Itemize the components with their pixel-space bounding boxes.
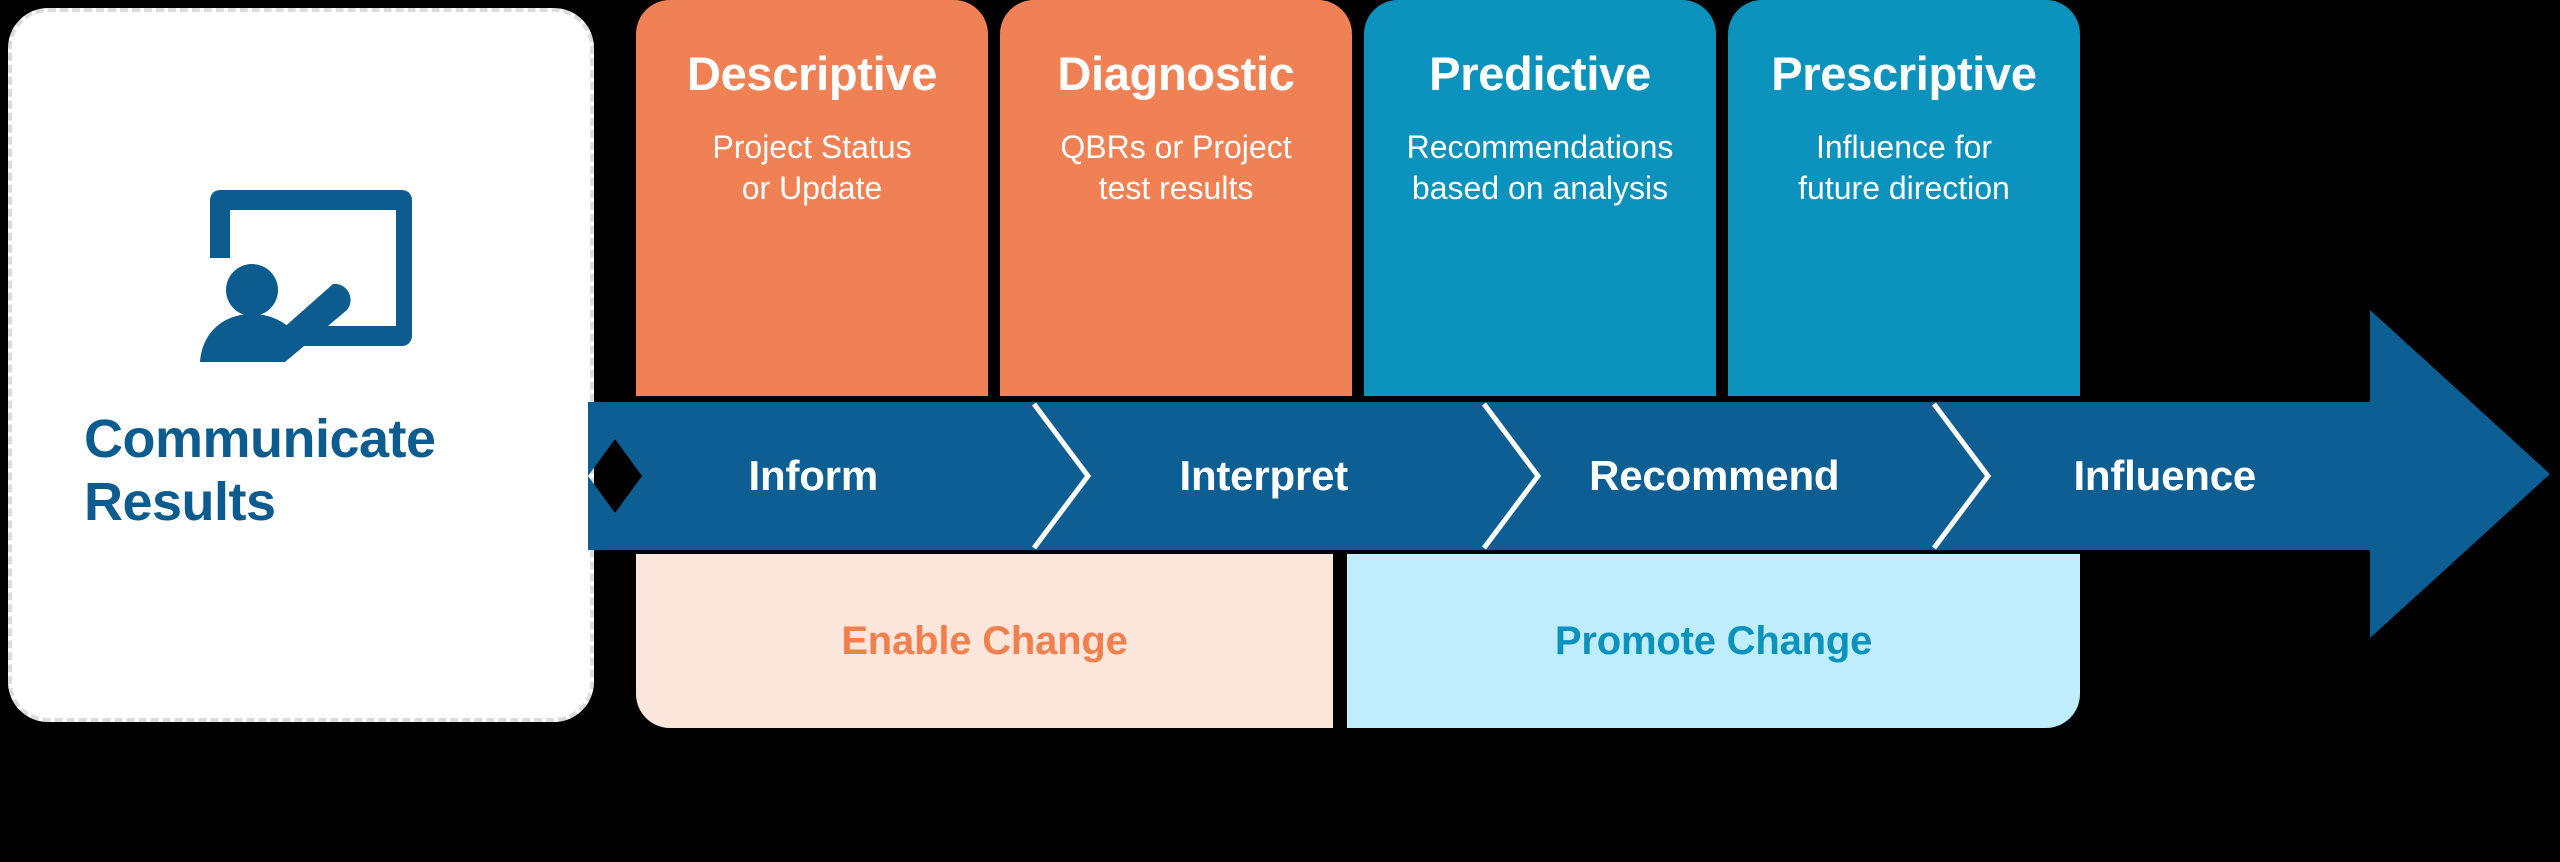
card-subtitle: Influence for future direction [1798,128,2010,206]
chevron-separator-2 [1482,402,1542,550]
page-title: Communicate Results [84,409,436,532]
card-diagnostic[interactable]: Diagnostic QBRs or Project test results [1000,0,1352,396]
chevron-separator-1 [1032,402,1092,550]
chevron-separators [1032,402,1992,550]
communicate-results-card: Communicate Results [8,8,594,722]
band-label: Enable Change [841,618,1128,663]
card-subtitle: Recommendations based on analysis [1406,128,1674,206]
presenter-whiteboard-icon [190,190,412,362]
arrow-step-interpret[interactable]: Interpret [1179,452,1349,499]
arrow-step-labels: Inform Interpret Recommend Influence [588,402,2390,550]
card-prescriptive[interactable]: Prescriptive Influence for future direct… [1728,0,2080,396]
card-subtitle: Project Status or Update [712,128,912,206]
arrow-step-influence[interactable]: Influence [2073,452,2257,499]
category-cards: Descriptive Project Status or Update Dia… [636,0,2080,396]
card-title: Descriptive [686,47,938,100]
arrow-step-recommend[interactable]: Recommend [1589,452,1840,499]
process-arrow-band: Inform Interpret Recommend Influence [580,298,2560,650]
change-bands: Enable Change Promote Change [636,554,2080,728]
chevron-separator-3 [1932,402,1992,550]
arrow-shape [588,402,642,550]
card-title: Diagnostic [1057,47,1295,100]
card-title: Predictive [1429,47,1651,100]
card-descriptive[interactable]: Descriptive Project Status or Update [636,0,988,396]
band-enable-change[interactable]: Enable Change [636,554,1334,728]
arrow-body [588,310,2550,638]
band-promote-change[interactable]: Promote Change [1347,554,2080,728]
card-predictive[interactable]: Predictive Recommendations based on anal… [1364,0,1716,396]
band-label: Promote Change [1554,618,1873,663]
arrow-step-inform[interactable]: Inform [748,452,879,499]
card-subtitle: QBRs or Project test results [1060,128,1292,206]
card-title: Prescriptive [1771,47,2037,100]
